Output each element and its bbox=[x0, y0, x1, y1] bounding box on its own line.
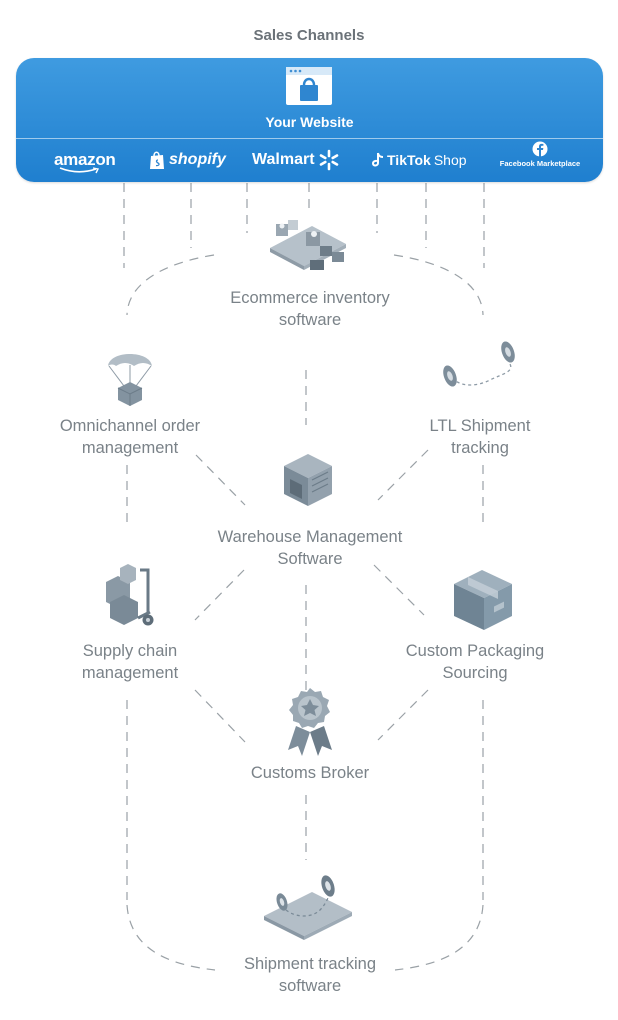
sales-channels-title: Sales Channels bbox=[253, 27, 365, 44]
shopify-bag-icon bbox=[150, 151, 164, 169]
channel-walmart: Walmart bbox=[252, 148, 340, 172]
channel-tiktok-shop: TikTok Shop bbox=[370, 148, 467, 172]
tiktok-note-icon bbox=[371, 152, 384, 167]
panel-divider bbox=[16, 138, 603, 139]
shipment-tracking-software-label: Shipment tracking software bbox=[243, 955, 377, 995]
facebook-marketplace-text: Facebook Marketplace bbox=[499, 159, 581, 168]
map-tracking-icon bbox=[264, 875, 352, 940]
parachute-box-icon bbox=[108, 354, 152, 406]
route-pins-icon bbox=[443, 341, 515, 387]
tiktok-shop-text: Shop bbox=[433, 152, 467, 168]
tiktok-logo-text: TikTok bbox=[387, 152, 431, 168]
award-badge-icon bbox=[288, 688, 332, 756]
sales-channels-panel: Your Website amazon shopify Walmart bbox=[16, 58, 603, 182]
ecommerce-inventory-software-label: Ecommerce inventory software bbox=[230, 289, 390, 329]
shopping-bag-browser-icon bbox=[286, 67, 332, 105]
custom-packaging-sourcing-label: Custom Packaging Sourcing bbox=[405, 642, 545, 682]
channel-facebook-marketplace: Facebook Marketplace bbox=[490, 141, 590, 175]
supply-chain-management-label: Supply chain management bbox=[81, 642, 179, 682]
amazon-smile-icon bbox=[59, 167, 100, 174]
your-website-label: Your Website bbox=[265, 114, 354, 130]
package-box-icon bbox=[454, 570, 512, 630]
omnichannel-order-management-label: Omnichannel order management bbox=[59, 417, 201, 457]
amazon-logo-text: amazon bbox=[54, 150, 116, 169]
walmart-spark-icon bbox=[319, 149, 338, 171]
shopify-logo-text: shopify bbox=[169, 151, 226, 168]
channel-shopify: shopify bbox=[148, 148, 226, 172]
ltl-shipment-tracking-label: LTL Shipment tracking bbox=[429, 417, 531, 457]
warehouse-icon bbox=[284, 454, 332, 506]
inventory-grid-icon bbox=[270, 220, 346, 270]
facebook-logo-icon bbox=[532, 141, 548, 157]
channel-amazon: amazon bbox=[54, 148, 116, 174]
customs-broker-label: Customs Broker bbox=[250, 764, 370, 782]
warehouse-management-software-label: Warehouse Management Software bbox=[217, 528, 403, 568]
hand-truck-icon bbox=[106, 564, 154, 626]
walmart-logo-text: Walmart bbox=[252, 151, 315, 168]
